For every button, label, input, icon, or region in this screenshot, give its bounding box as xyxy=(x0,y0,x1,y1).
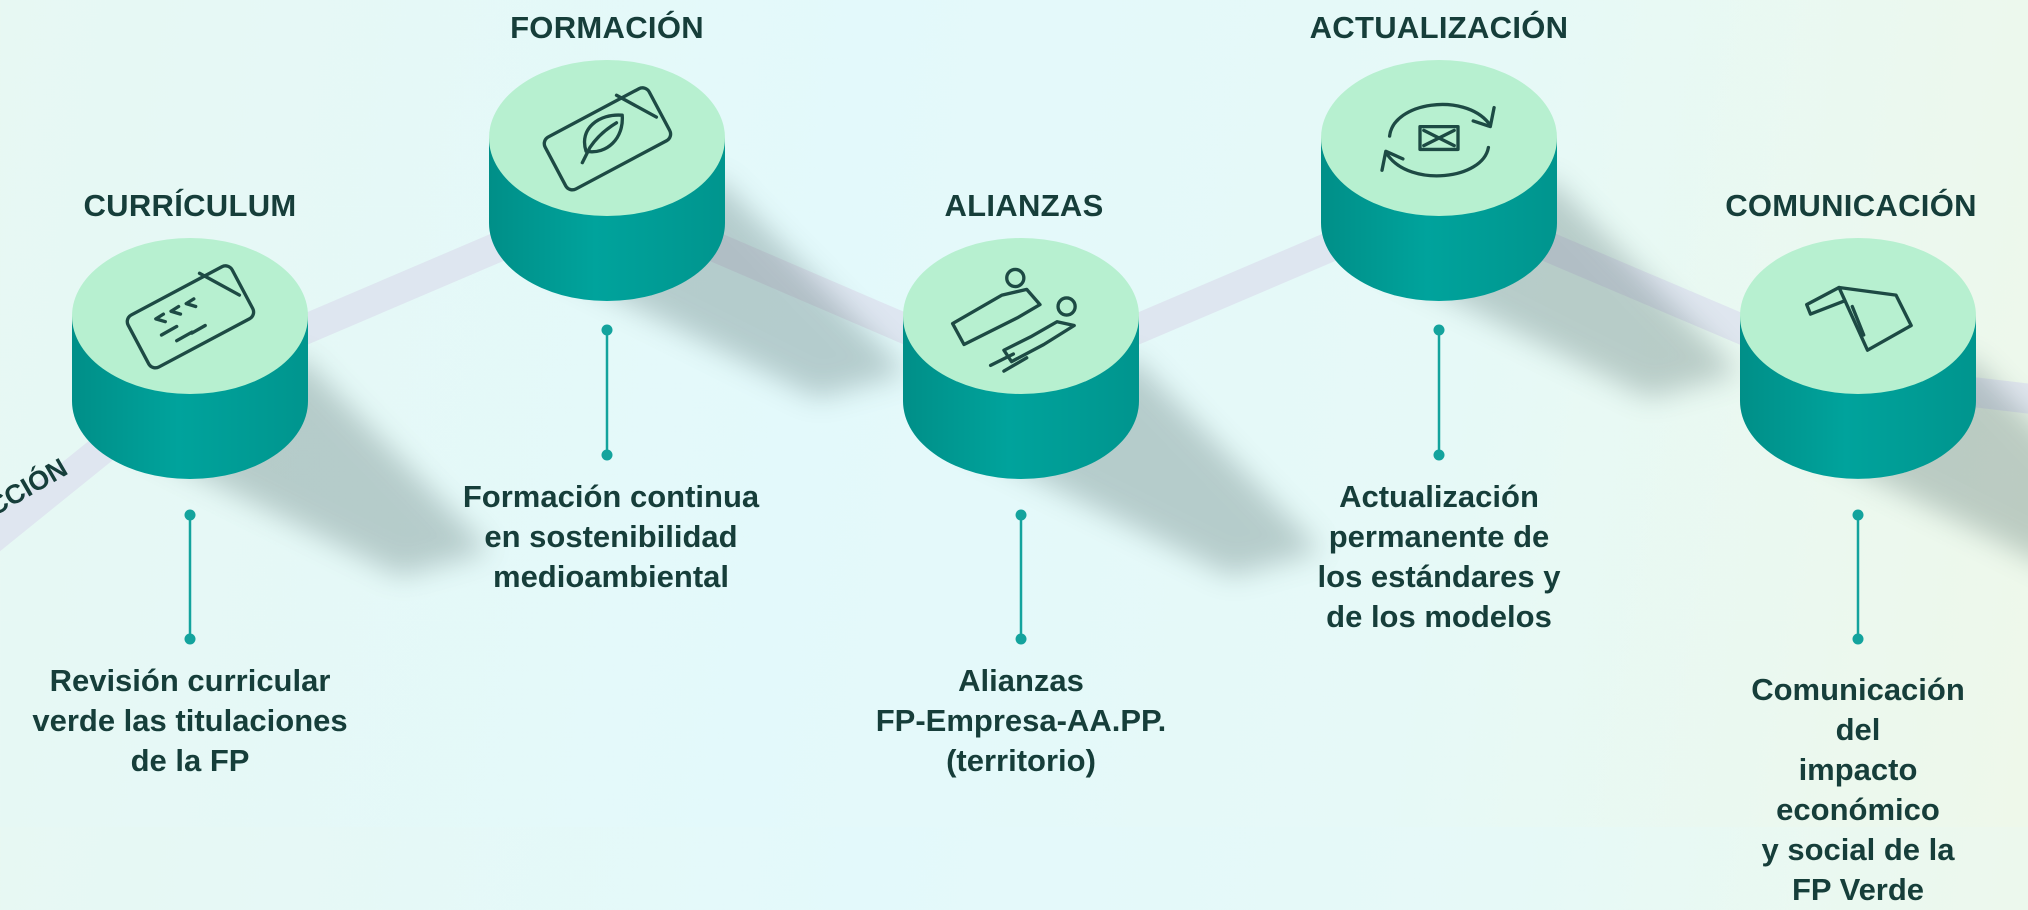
description-line: impacto económico xyxy=(1776,752,1940,827)
step-title-formacion: FORMACIÓN xyxy=(510,10,704,45)
cycle-arrowhead xyxy=(1380,149,1405,172)
process-diagram: CCIÓN CURRÍCULUM FORMACIÓN ALIANZAS ACTU… xyxy=(0,10,2028,907)
leaf-book-icon xyxy=(542,86,673,192)
connector-dot-bottom xyxy=(184,633,196,645)
doc-outline xyxy=(125,264,256,370)
step-disc-1 xyxy=(72,238,308,479)
description-line: Formación continua xyxy=(462,479,760,514)
connector-dot-top xyxy=(1852,509,1864,521)
step-disc-4 xyxy=(1321,60,1557,301)
doc-check xyxy=(154,312,167,324)
megaphone-line xyxy=(1850,304,1866,337)
description-line: Comunicación del xyxy=(1751,672,1965,747)
step-description-actualizacion: Actualización permanente de los estándar… xyxy=(1318,477,1561,637)
description-line: Actualización xyxy=(1339,479,1539,514)
person-head xyxy=(1056,296,1077,317)
diagram-artwork xyxy=(0,60,2028,645)
refresh-cycle-icon xyxy=(1380,102,1496,178)
doc-line xyxy=(175,330,194,343)
description-line: Revisión curricular xyxy=(49,663,331,698)
description-line: FP-Empresa-AA.PP. xyxy=(875,703,1167,738)
disc-top xyxy=(489,60,725,216)
connector-3 xyxy=(1015,509,1027,645)
doc-check xyxy=(184,297,198,309)
description-line: y social de la xyxy=(1761,832,1955,867)
curriculum-document-icon xyxy=(125,264,256,370)
step-discs xyxy=(72,60,1976,479)
step-description-alianzas: Alianzas FP-Empresa-AA.PP. (territorio) xyxy=(876,661,1167,781)
leaf-shape xyxy=(582,113,624,154)
disc-top xyxy=(1740,238,1976,394)
expand-box xyxy=(1418,124,1460,152)
description-line: permanente de xyxy=(1328,519,1550,554)
cycle-arrow xyxy=(1387,102,1491,138)
book-line xyxy=(614,93,659,119)
step-description-formacion: Formación continua en sostenibilidad med… xyxy=(463,477,759,597)
megaphone-handle xyxy=(1805,285,1847,316)
connector-dot-top xyxy=(601,324,613,336)
description-line: FP Verde xyxy=(1791,872,1925,907)
person-head xyxy=(1005,267,1026,289)
connector-dot-top xyxy=(1433,324,1445,336)
step-title-comunicacion: COMUNICACIÓN xyxy=(1725,188,1977,223)
doc-line xyxy=(159,324,179,337)
description-line: de los modelos xyxy=(1326,599,1552,634)
person-body xyxy=(950,287,1042,347)
description-line: (territorio) xyxy=(946,743,1096,778)
connector-5 xyxy=(1852,509,1864,645)
book-outline xyxy=(542,86,673,192)
doc-check xyxy=(169,304,183,316)
connector-dot-top xyxy=(184,509,196,521)
doc-line xyxy=(190,323,207,335)
step-title-curriculum: CURRÍCULUM xyxy=(83,188,297,223)
connector-dot-top xyxy=(1015,509,1027,521)
megaphone-icon xyxy=(1805,285,1913,352)
megaphone-cone xyxy=(1837,285,1913,352)
cycle-arrowhead xyxy=(1471,105,1496,129)
step-description-curriculum: Revisión curricular verde las titulacion… xyxy=(32,661,347,781)
step-disc-2 xyxy=(489,60,725,301)
description-line: verde las titulaciones xyxy=(32,703,348,738)
step-title-actualizacion: ACTUALIZACIÓN xyxy=(1309,10,1569,45)
connector-dot-bottom xyxy=(601,449,613,461)
step-description-comunicacion: Comunicación del impacto económico y soc… xyxy=(1751,670,1965,910)
description-line: los estándares y xyxy=(1317,559,1561,594)
step-title-alianzas: ALIANZAS xyxy=(944,188,1104,223)
person-limbs xyxy=(988,352,1029,373)
connector-dot-bottom xyxy=(1015,633,1027,645)
description-line: medioambiental xyxy=(493,559,729,594)
connector-2 xyxy=(601,324,613,461)
expand-arrows xyxy=(1422,128,1456,148)
step-connectors xyxy=(184,324,1864,645)
connector-dot-bottom xyxy=(1852,633,1864,645)
cycle-arrow xyxy=(1386,145,1491,178)
description-line: en sostenibilidad xyxy=(484,519,738,554)
description-line: Alianzas xyxy=(958,663,1084,698)
step-disc-3 xyxy=(903,238,1139,479)
connector-1 xyxy=(184,509,196,645)
description-line: de la FP xyxy=(130,743,250,778)
people-handshake-icon xyxy=(950,267,1077,373)
connector-4 xyxy=(1433,324,1445,461)
disc-top xyxy=(72,238,308,394)
person-body xyxy=(1002,320,1076,364)
step-disc-5 xyxy=(1740,238,1976,479)
doc-line xyxy=(197,271,242,297)
leaf-vein xyxy=(580,121,619,165)
connector-dot-bottom xyxy=(1433,449,1445,461)
